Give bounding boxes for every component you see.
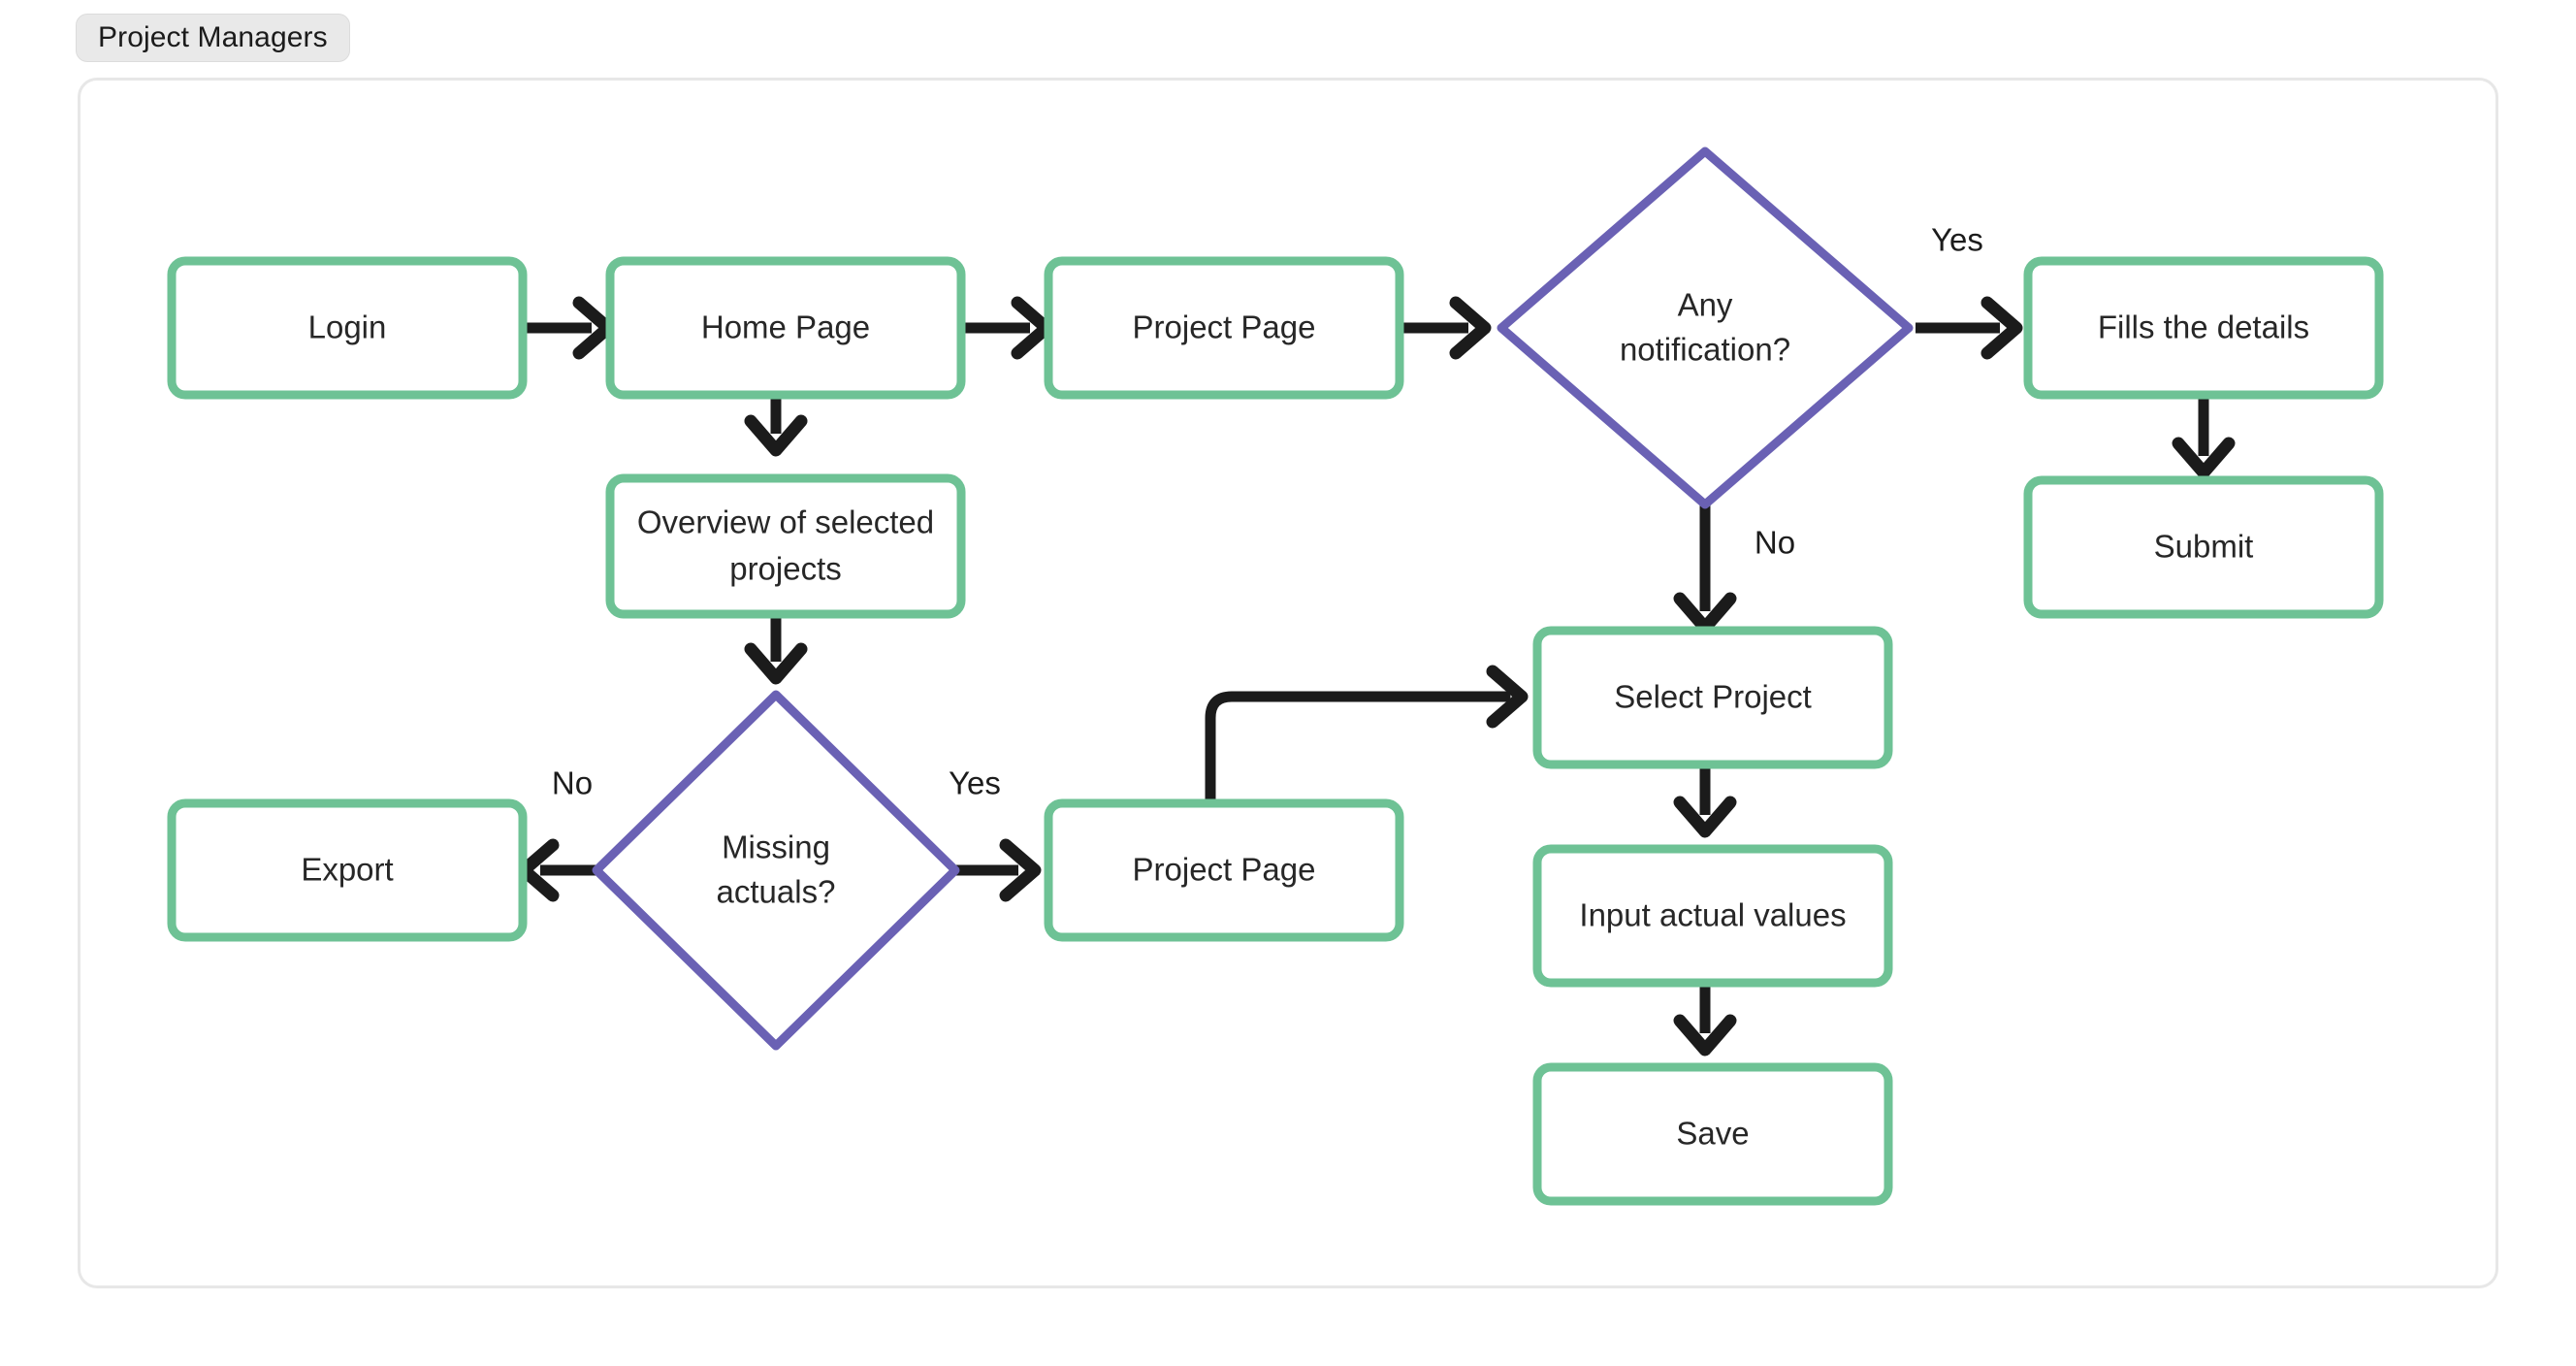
tab-project-managers[interactable]: Project Managers [76,14,350,62]
diagram-canvas-frame [78,78,2498,1288]
